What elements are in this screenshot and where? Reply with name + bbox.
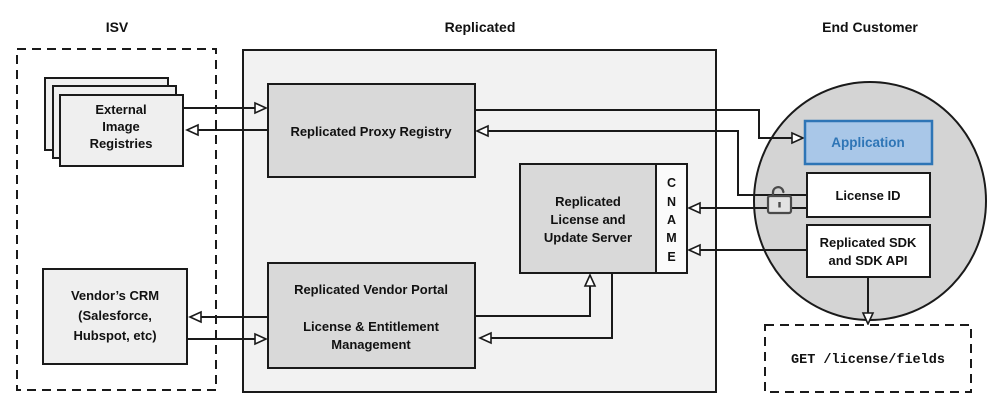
license-update-server-node [519,163,657,274]
cname-letter-m: M [666,231,676,245]
registries-label-line1: External [95,102,146,117]
vendor-portal-label-line1: Replicated Vendor Portal [294,282,448,297]
end-customer-section-title: End Customer [822,19,918,35]
arrowhead-left-icon [188,310,202,324]
application-node [803,119,934,166]
arrowhead-up-icon [583,273,597,287]
arrowhead-left-icon [687,243,701,257]
license-id-label: License ID [835,188,900,203]
arrowhead-right-icon [254,101,268,115]
license-server-label-line2: License and [550,212,625,227]
get-license-fields-label: GET /license/fields [791,353,945,368]
proxy-registry-node [267,83,476,178]
cname-letter-a: A [667,213,676,227]
get-license-fields-node [764,324,972,393]
cname-letter-n: N [667,195,676,209]
registries-label-line3: Registries [90,136,153,151]
crm-label-line3: Hubspot, etc) [73,328,156,343]
arrow-portal-to-license-server [475,285,591,317]
license-id-node [806,172,931,218]
crm-label-line1: Vendor’s CRM [71,288,159,303]
vendor-crm-node [42,268,188,365]
arrowhead-left-icon [475,124,489,138]
proxy-registry-label: Replicated Proxy Registry [290,124,452,139]
license-server-label-line1: Replicated [555,194,621,209]
unlock-icon [766,186,793,215]
external-image-registries-node [59,94,184,167]
application-label: Application [831,135,905,150]
arrowhead-right-icon [791,131,805,145]
arrowhead-down-icon [861,312,875,326]
sdk-node [806,224,931,278]
sdk-label-line1: Replicated SDK [820,235,917,250]
vendor-portal-label-line2: License & Entitlement [303,319,439,334]
cname-bar [655,163,688,274]
license-server-label-line3: Update Server [544,230,632,245]
vendor-portal-node [267,262,476,369]
arrow-license-server-to-portal [490,273,613,339]
cname-letter-c: C [667,176,676,190]
unlock-shackle [771,186,785,198]
arrowhead-left-icon [478,331,492,345]
replicated-section-title: Replicated [445,19,516,35]
crm-label-line2: (Salesforce, [78,308,152,323]
arrowhead-left-icon [687,201,701,215]
isv-section-title: ISV [106,19,129,35]
arrowhead-left-icon [185,123,199,137]
cname-letter-e: E [667,250,675,264]
sdk-label-line2: and SDK API [829,253,908,268]
arrowhead-right-icon [254,332,268,346]
arrow-proxy-to-application [475,109,793,139]
vendor-portal-label-line3: Management [331,337,411,352]
registries-label-line2: Image [102,119,140,134]
